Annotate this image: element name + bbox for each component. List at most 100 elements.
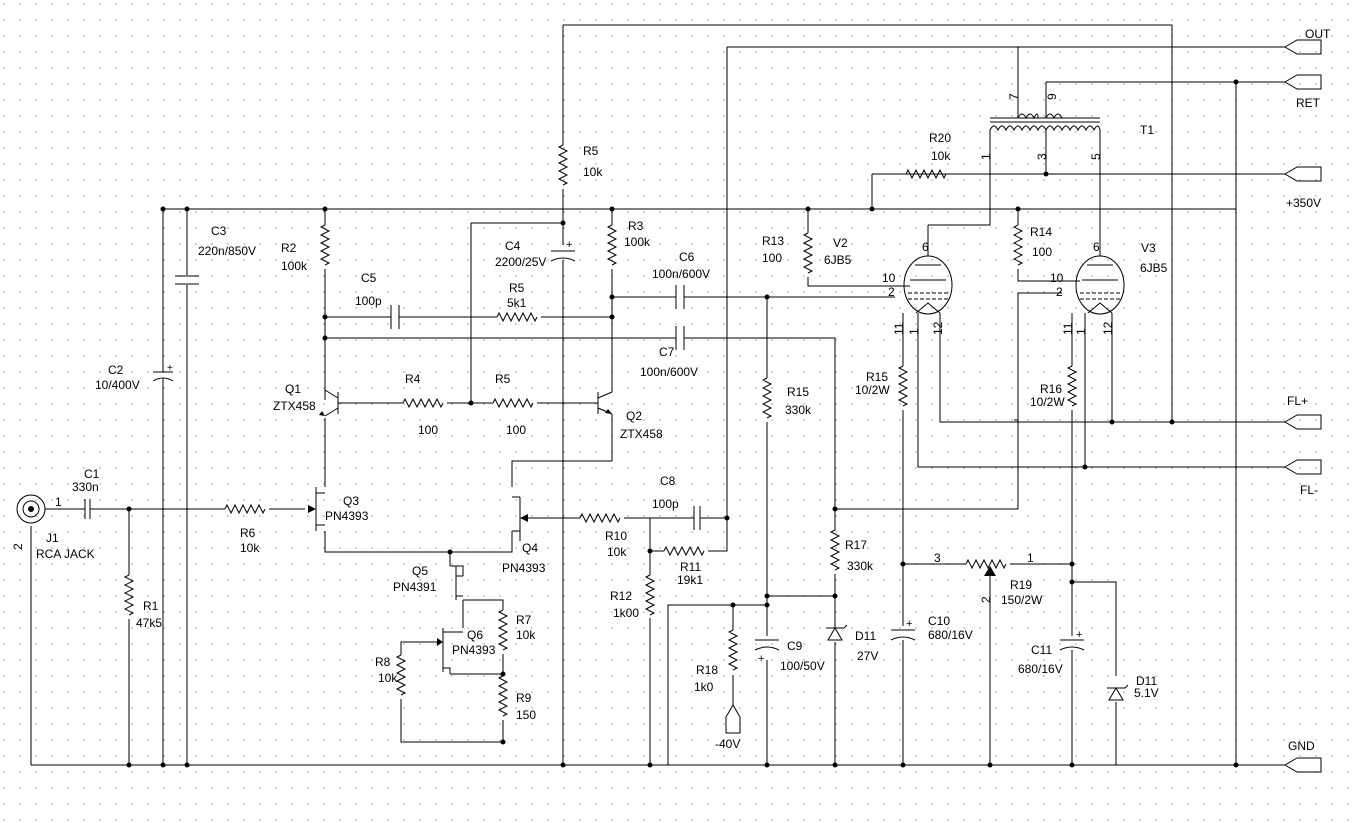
r5b-ref: R5 <box>509 281 525 295</box>
j1-pin2: 2 <box>11 543 25 550</box>
t1-transformer[interactable]: 7 9 1 3 5 T1 <box>979 93 1154 160</box>
c6-ref: C6 <box>679 250 695 264</box>
q2-transistor[interactable]: Q2 ZTX458 <box>597 391 663 441</box>
c1-capacitor[interactable]: C1 330n <box>72 467 100 519</box>
r15b-resistor[interactable]: R15 10/2W <box>855 365 908 407</box>
d11a-ref: D11 <box>855 629 876 643</box>
r20-ref: R20 <box>929 131 951 145</box>
r5b-value: 5k1 <box>507 296 527 310</box>
connector-ret-label: RET <box>1296 96 1321 110</box>
c10-capacitor[interactable]: + C10 680/16V <box>890 614 973 642</box>
connector-neg-supply-label: -40V <box>715 737 740 751</box>
t1-pin1: 1 <box>979 153 993 160</box>
c11-value: 680/16V <box>1018 662 1063 676</box>
c11-capacitor[interactable]: + C11 680/16V <box>1018 629 1085 676</box>
v3-ref: V3 <box>1141 241 1156 255</box>
c8-capacitor[interactable]: C8 100p <box>652 474 702 530</box>
r6-resistor[interactable]: R6 10k <box>224 504 266 555</box>
v2-ref: V2 <box>833 236 848 250</box>
r5c-value: 100 <box>506 423 526 437</box>
q5-value: PN4391 <box>393 580 437 594</box>
r5a-resistor[interactable]: R5 10k <box>558 144 603 186</box>
r14-resistor[interactable]: R14 100 <box>1013 224 1052 266</box>
c2-value: 10/400V <box>95 378 140 392</box>
q4-value: PN4393 <box>502 561 546 575</box>
q6-jfet[interactable]: Q6 PN4393 <box>437 628 496 674</box>
connector-b-plus[interactable]: +350V <box>1284 166 1322 210</box>
t1-pin7: 7 <box>1007 93 1021 100</box>
r8-resistor[interactable]: R8 10k <box>375 654 406 696</box>
q4-jfet[interactable]: Q4 PN4393 <box>502 496 546 575</box>
c5-capacitor[interactable]: C5 100p <box>355 271 403 329</box>
c4-value: 2200/25V <box>495 255 546 269</box>
r12-resistor[interactable]: R12 1k00 <box>610 574 655 620</box>
r3-resistor[interactable]: R3 100k <box>607 219 651 266</box>
r20-resistor[interactable]: R20 10k <box>905 131 951 179</box>
q1-transistor[interactable]: Q1 ZTX458 <box>273 382 339 417</box>
c9-capacitor[interactable]: + C9 100/50V <box>754 639 825 673</box>
r16-resistor[interactable]: R16 10/2W <box>1030 365 1077 409</box>
v3-pin10: 10 <box>1050 271 1064 285</box>
connector-gnd[interactable]: GND <box>1284 739 1322 773</box>
j1-pin1: 1 <box>55 495 62 509</box>
v3-pin1: 1 <box>1074 328 1088 335</box>
r18-ref: R18 <box>696 663 718 677</box>
j1-rca-jack[interactable]: 1 2 J1 RCA JACK <box>11 494 95 561</box>
r2-resistor[interactable]: R2 100k <box>281 224 330 273</box>
connector-fl-plus-label: FL+ <box>1287 394 1308 408</box>
c3-capacitor[interactable]: C3 220n/850V <box>175 224 256 285</box>
connector-ret[interactable]: RET <box>1284 74 1322 110</box>
r5b-resistor[interactable]: R5 5k1 <box>496 281 538 322</box>
r11-resistor[interactable]: R11 19k1 <box>663 546 705 587</box>
v2-pin11: 11 <box>892 322 906 335</box>
v2-tube[interactable]: 6 10 2 11 1 12 V2 6JB5 <box>824 236 953 335</box>
q5-jfet[interactable]: Q5 PN4391 <box>393 564 463 600</box>
v3-pin6: 6 <box>1093 240 1100 254</box>
r10-resistor[interactable]: R10 10k <box>579 513 627 559</box>
c2-capacitor[interactable]: + C2 10/400V <box>95 363 174 392</box>
v2-pin10: 10 <box>882 271 896 285</box>
connector-b-plus-label: +350V <box>1286 196 1321 210</box>
r5c-resistor[interactable]: R5 100 <box>492 372 534 437</box>
r9-value: 150 <box>516 708 536 722</box>
c4-plus-icon: + <box>566 239 572 251</box>
r1-resistor[interactable]: R1 47k5 <box>124 574 162 630</box>
q6-value: PN4393 <box>452 643 496 657</box>
d11b-zener[interactable]: D11 5.1V <box>1107 674 1159 701</box>
connector-out[interactable]: OUT <box>1284 27 1331 55</box>
r20-value: 10k <box>931 149 951 163</box>
r15-resistor[interactable]: R15 330k <box>762 377 812 419</box>
v3-tube[interactable]: 6 10 2 11 1 12 V3 6JB5 <box>1050 240 1168 335</box>
r15b-ref: R15 <box>866 370 888 384</box>
t1-pin5: 5 <box>1089 153 1103 160</box>
c3-value: 220n/850V <box>198 244 256 258</box>
c7-capacitor[interactable]: C7 100n/600V <box>640 326 698 379</box>
r5a-ref: R5 <box>583 144 599 158</box>
connector-neg-supply[interactable]: -40V <box>715 704 741 751</box>
r6-ref: R6 <box>240 526 256 540</box>
r19-potentiometer[interactable]: 3 1 2 R19 150/2W <box>934 551 1043 607</box>
r9-resistor[interactable]: R9 150 <box>498 675 536 722</box>
v3-pin2: 2 <box>1056 285 1063 299</box>
c11-ref: C11 <box>1031 643 1052 657</box>
r16-value: 10/2W <box>1030 395 1065 409</box>
r4-resistor[interactable]: R4 100 <box>402 372 444 437</box>
r13-resistor[interactable]: R13 100 <box>762 232 813 274</box>
r11-ref: R11 <box>680 560 701 574</box>
r18-resistor[interactable]: R18 1k0 <box>694 629 738 694</box>
connector-fl-plus[interactable]: FL+ <box>1284 394 1322 430</box>
r15-ref: R15 <box>787 385 809 399</box>
v3-value: 6JB5 <box>1140 261 1168 275</box>
q3-jfet[interactable]: Q3 PN4393 <box>308 487 369 531</box>
r17-resistor[interactable]: R17 330k <box>830 529 874 573</box>
q1-ref: Q1 <box>285 382 301 396</box>
d11a-zener[interactable]: D11 27V <box>826 624 878 663</box>
r3-value: 100k <box>624 235 651 249</box>
r7-resistor[interactable]: R7 10k <box>498 609 536 651</box>
c6-capacitor[interactable]: C6 100n/600V <box>652 250 710 309</box>
c4-capacitor[interactable]: + C4 2200/25V <box>495 239 576 269</box>
r17-ref: R17 <box>845 538 867 552</box>
connector-fl-minus[interactable]: FL- <box>1284 459 1322 497</box>
r1-ref: R1 <box>143 599 159 613</box>
